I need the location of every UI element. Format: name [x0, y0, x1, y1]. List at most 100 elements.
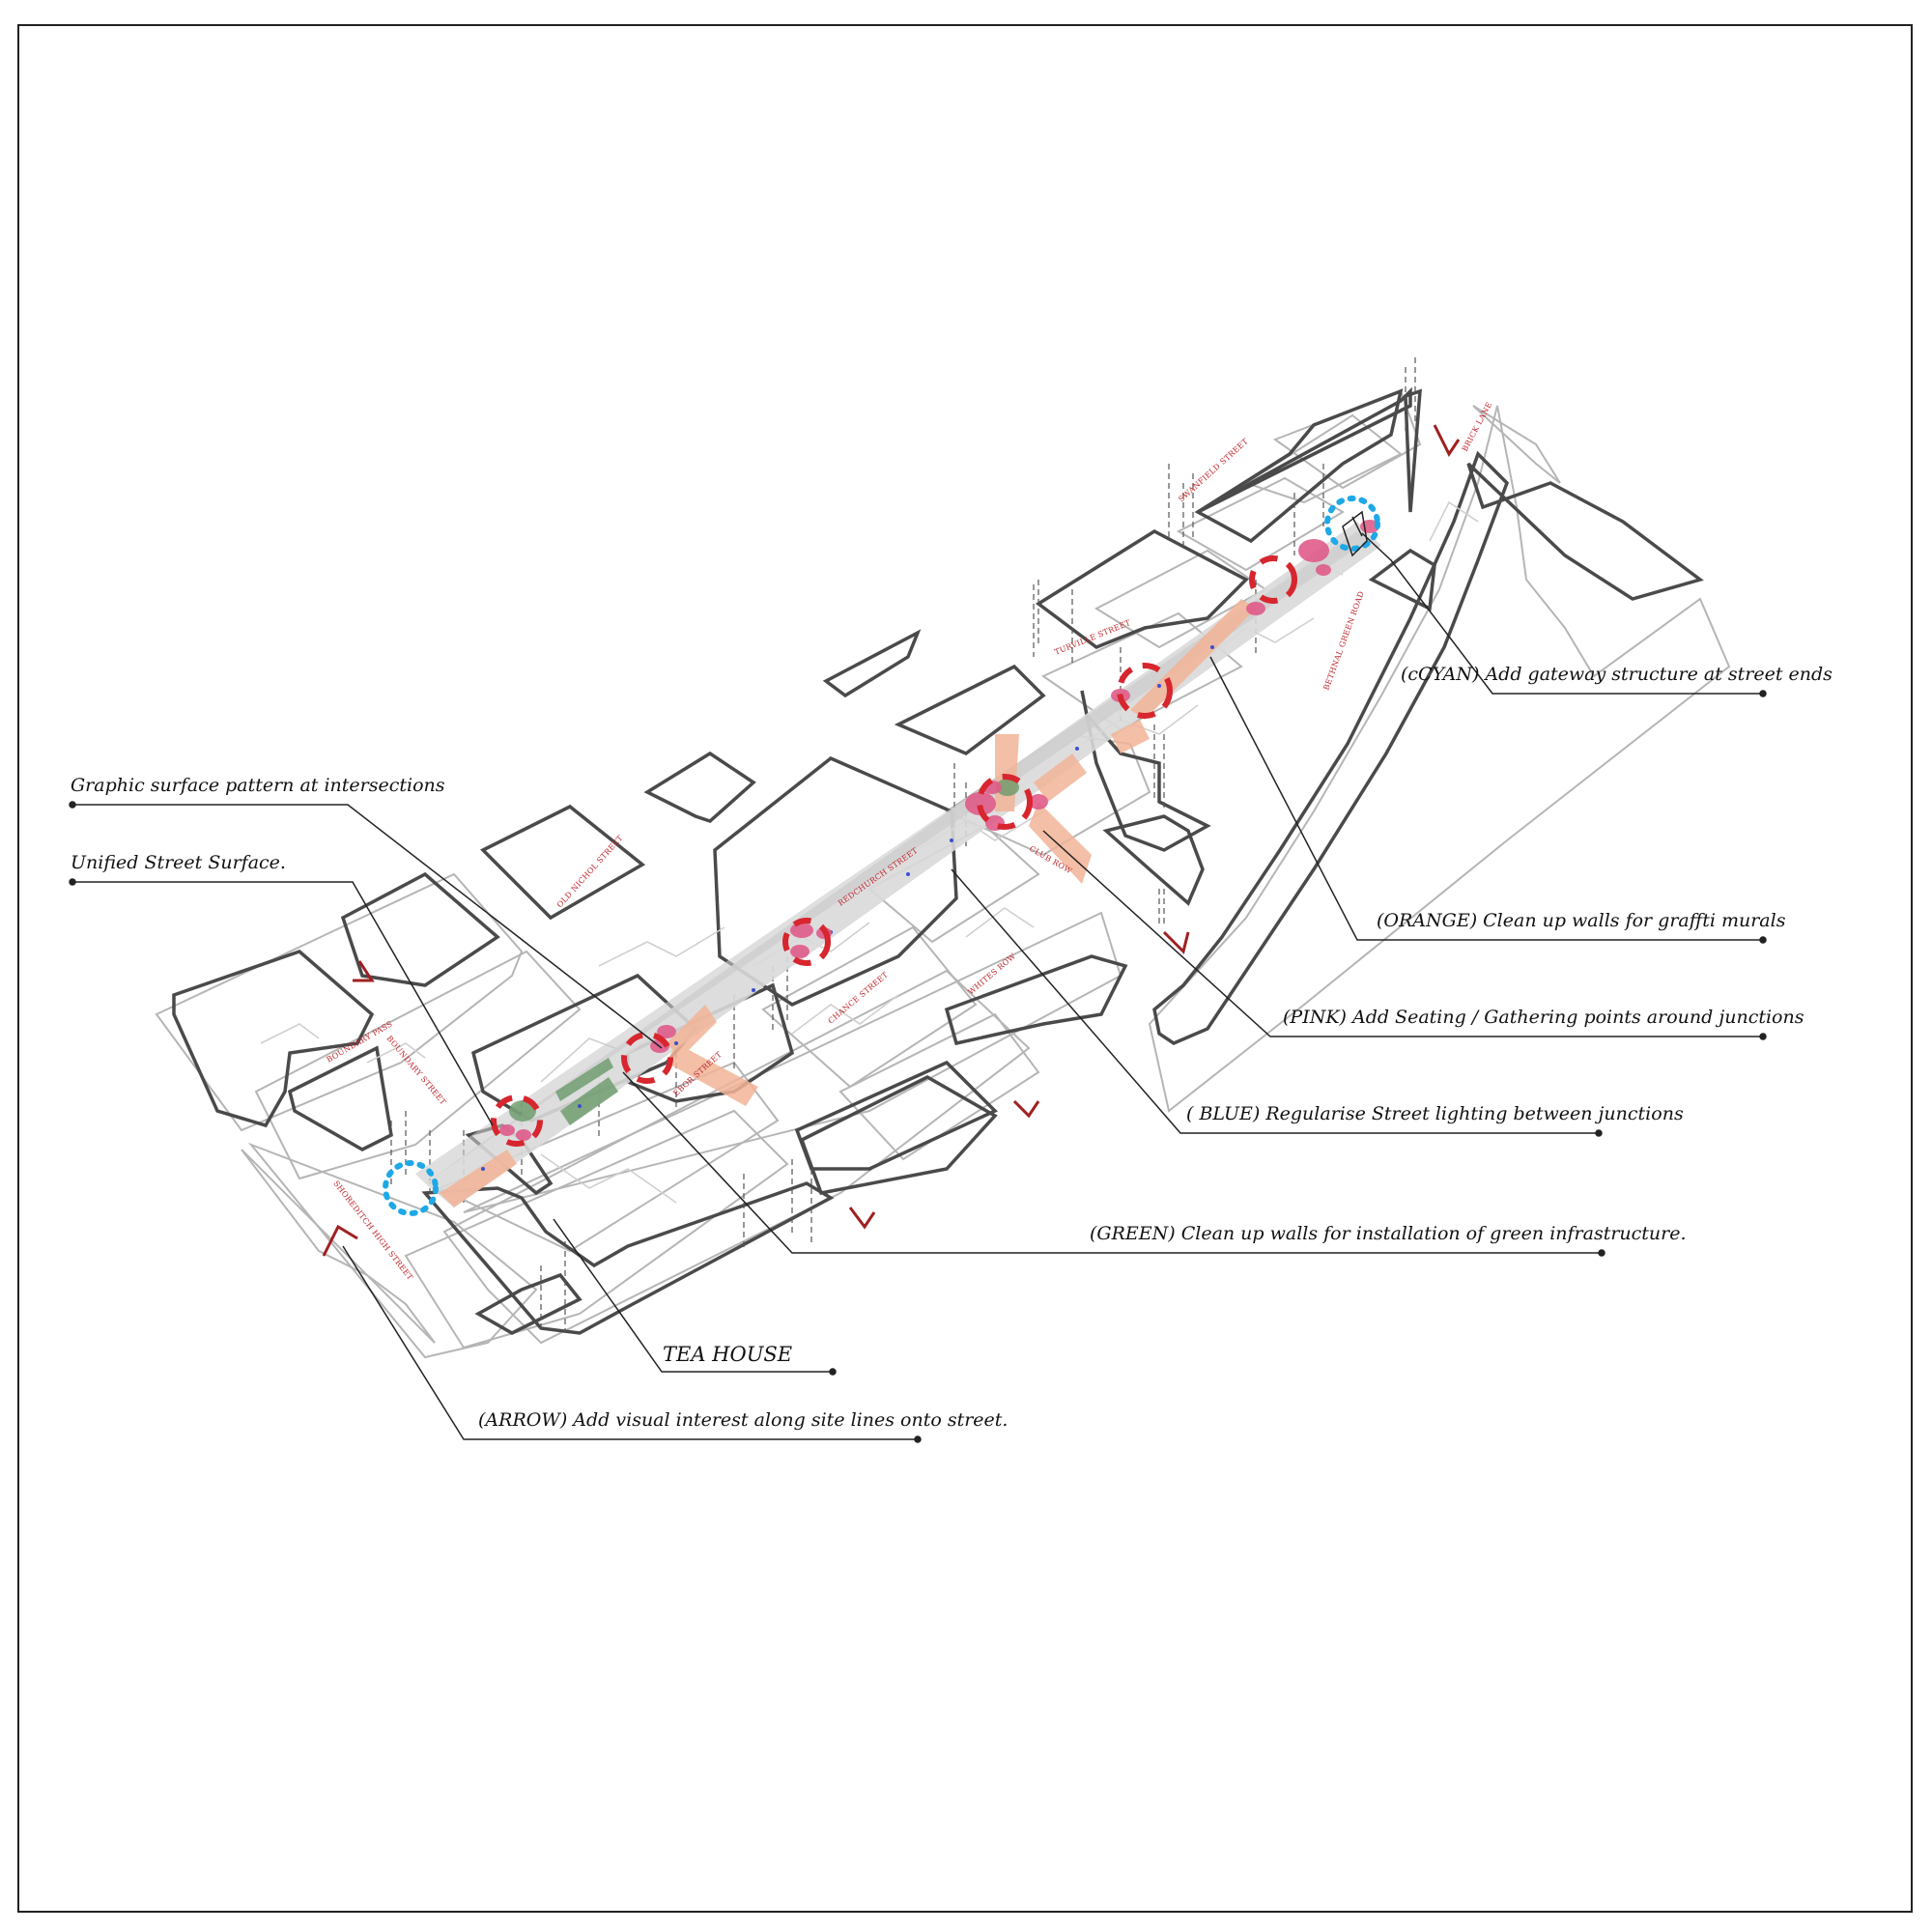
graffiti-wall-segment — [1034, 753, 1087, 802]
building-outline — [1035, 528, 1249, 649]
building-outline — [421, 1181, 835, 1335]
building-outline — [944, 954, 1128, 1046]
block-outline — [1148, 405, 1731, 1113]
graffiti-wall-segment — [1111, 720, 1150, 753]
junction-marker — [621, 1032, 673, 1084]
annotation-orange: (ORANGE) Clean up walls for graffti mura… — [1377, 910, 1786, 931]
gateway-structure-icon — [1342, 510, 1368, 557]
block-outline — [1176, 476, 1345, 572]
street-label: OLD NICHOL STREET — [555, 834, 625, 910]
building-outline — [1466, 462, 1704, 601]
block-outline — [1243, 413, 1403, 504]
block-outline — [241, 1149, 436, 1344]
street-light — [1075, 747, 1079, 751]
gateway-marker — [1324, 496, 1380, 552]
leader-blue — [951, 868, 1599, 1134]
leader-unified — [72, 881, 494, 1126]
building-outline — [480, 804, 646, 921]
green-wall-segment — [560, 1077, 618, 1125]
seating-point — [1298, 539, 1329, 562]
dashed-extrusions — [390, 357, 1416, 1333]
site-arrow-icon — [1162, 930, 1190, 954]
street-light — [1210, 645, 1214, 649]
seating-point — [1029, 794, 1048, 810]
leader-dot — [1595, 1129, 1603, 1137]
graffiti-walls — [440, 599, 1256, 1208]
annotation-unified-street: Unified Street Surface. — [71, 852, 286, 873]
street-light — [578, 1104, 582, 1108]
seating-point — [657, 1025, 676, 1038]
building-outline — [1102, 814, 1205, 906]
block-outline — [155, 872, 524, 1132]
interior-line — [598, 926, 725, 967]
interior-line — [260, 1023, 320, 1044]
building-outline — [822, 629, 922, 698]
block-outline — [404, 1109, 789, 1350]
annotation-tea-house: TEA HOUSE — [663, 1343, 793, 1366]
building-outline — [1152, 450, 1510, 1045]
leader-dot — [1598, 1249, 1605, 1257]
junction-marker — [1117, 663, 1173, 719]
building-outline — [894, 664, 1046, 756]
green-walls — [509, 779, 1019, 1125]
drawing-frame — [17, 24, 1913, 1913]
street-label: BOUNDARY STREET — [384, 1035, 447, 1107]
street-light — [674, 1041, 678, 1045]
block-outline — [254, 950, 582, 1180]
street-light — [950, 838, 953, 842]
street-label: BETHNAL GREEN ROAD — [1321, 590, 1366, 692]
building-outline — [1194, 388, 1404, 544]
building-blocks — [155, 389, 1731, 1359]
street-label: SWANFIELD STREET — [1177, 437, 1250, 504]
junction-marker — [491, 1094, 543, 1147]
block-outline — [437, 1061, 780, 1253]
graffiti-wall-segment — [440, 1150, 517, 1208]
building-outline — [1404, 388, 1422, 513]
building-outline — [287, 1045, 393, 1151]
annotation-arrow: (ARROW) Add visual interest along site l… — [478, 1409, 1009, 1431]
annotation-cyan: (cCYAN) Add gateway structure at street … — [1401, 664, 1833, 685]
junction-marker — [977, 774, 1033, 830]
graffiti-wall-segment — [1130, 599, 1256, 720]
leader-dot — [914, 1435, 922, 1443]
junction-marker — [1249, 555, 1297, 604]
site-arrow-icon — [353, 960, 375, 982]
building-outline — [474, 1272, 582, 1335]
annotation-blue: ( BLUE) Regularise Street lighting betwe… — [1186, 1103, 1684, 1124]
seating-point — [499, 1124, 515, 1136]
seating-point — [790, 923, 813, 938]
seating-point — [516, 1129, 531, 1141]
interior-line — [540, 1153, 677, 1204]
street-light — [1157, 684, 1161, 688]
junction-marker — [782, 918, 831, 966]
building-outline — [794, 1060, 999, 1171]
site-line-arrows — [322, 424, 1461, 1257]
site-arrow-icon — [1012, 1099, 1040, 1119]
gateway-markers — [383, 496, 1380, 1216]
graffiti-wall-segment — [667, 1005, 717, 1058]
dashed-line — [390, 724, 1165, 1333]
leader-dot — [69, 801, 76, 809]
interior-line — [791, 994, 899, 1035]
block-outline — [838, 1012, 1040, 1161]
dashed-line — [1071, 464, 1324, 724]
block-outline — [247, 1142, 538, 1359]
graffiti-wall-segment — [667, 1043, 758, 1106]
leader-dot — [1759, 690, 1767, 697]
green-wall-segment — [555, 1058, 613, 1101]
building-outline — [1197, 386, 1412, 514]
building-outline — [340, 871, 500, 987]
seating-point — [790, 945, 810, 958]
leader-tea-house — [553, 1218, 833, 1373]
graffiti-wall-segment — [1029, 802, 1092, 884]
block-outline — [1472, 405, 1561, 484]
leader-lines — [69, 532, 1767, 1443]
leader-arrow — [342, 1245, 918, 1440]
annotation-graphic-surface: Graphic surface pattern at intersections — [71, 775, 445, 796]
interior-line — [965, 907, 1035, 938]
leader-dot — [1759, 936, 1767, 944]
leader-pink — [1042, 830, 1763, 1037]
building-outline — [799, 1075, 998, 1196]
annotation-pink: (PINK) Add Seating / Gathering points ar… — [1283, 1007, 1804, 1028]
